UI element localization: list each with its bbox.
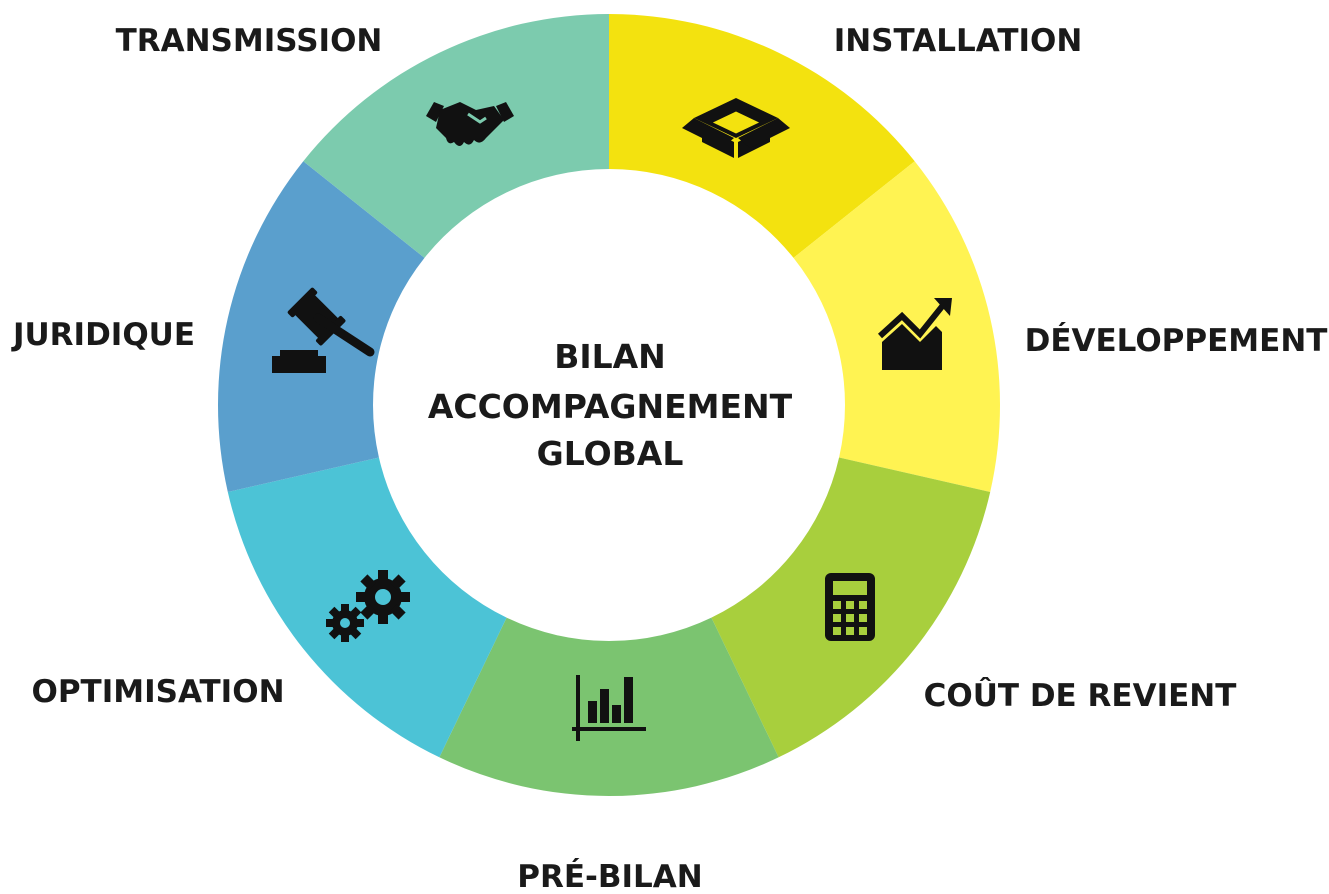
center-line-1: BILAN <box>554 337 666 376</box>
label-optimisation: OPTIMISATION <box>31 674 284 710</box>
calculator-icon <box>825 573 875 641</box>
center-title: BILAN ACCOMPAGNEMENT GLOBAL <box>428 337 793 473</box>
handshake-icon <box>426 102 514 146</box>
label-installation: INSTALLATION <box>834 23 1083 59</box>
bar-chart-icon <box>572 675 646 741</box>
growth-chart-icon <box>877 298 952 370</box>
label-cout-de-revient: COÛT DE REVIENT <box>924 677 1237 714</box>
center-line-3: GLOBAL <box>537 434 684 473</box>
center-line-2: ACCOMPAGNEMENT <box>428 387 793 426</box>
segment-developpement <box>793 161 1001 493</box>
label-juridique: JURIDIQUE <box>11 317 195 353</box>
segment-labels: INSTALLATION DÉVELOPPEMENT COÛT DE REVIE… <box>11 23 1327 894</box>
label-pre-bilan: PRÉ-BILAN <box>517 859 703 894</box>
label-developpement: DÉVELOPPEMENT <box>1025 323 1328 359</box>
open-box-icon <box>682 98 790 158</box>
gavel-icon <box>272 287 375 373</box>
segment-pre-bilan <box>439 617 779 797</box>
gears-icon <box>326 570 410 642</box>
label-transmission: TRANSMISSION <box>116 23 383 59</box>
